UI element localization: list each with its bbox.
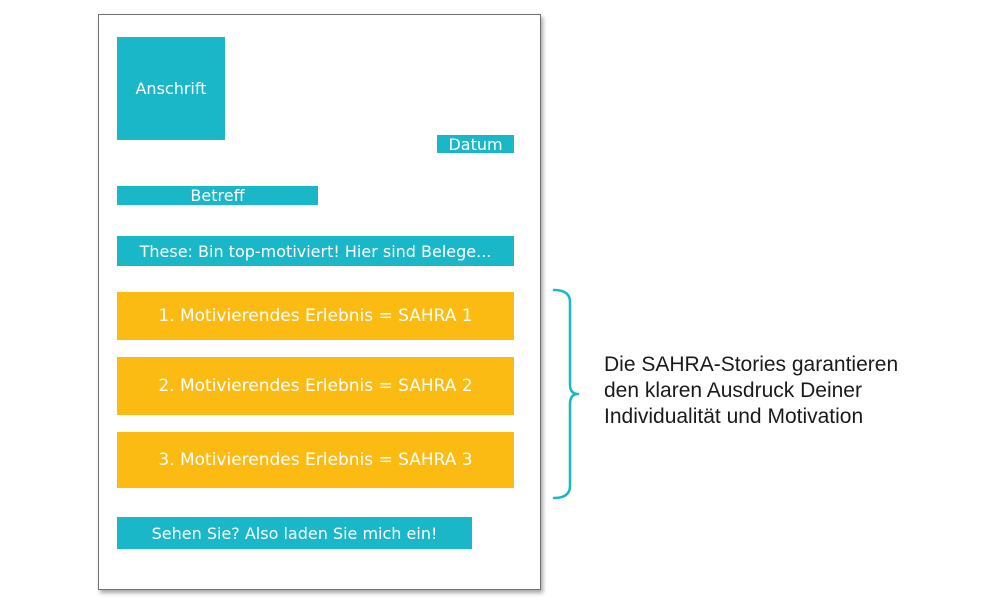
annotation-line-3: Individualität und Motivation <box>604 405 864 428</box>
annotation-line-1: Die SAHRA-Stories garantieren <box>604 353 899 376</box>
story-block-1: 1. Motivierendes Erlebnis = SAHRA 1 <box>117 292 514 340</box>
story-block-3: 3. Motivierendes Erlebnis = SAHRA 3 <box>117 432 514 488</box>
closing-block: Sehen Sie? Also laden Sie mich ein! <box>117 517 472 549</box>
address-block: Anschrift <box>117 37 225 140</box>
thesis-block: These: Bin top-motiviert! Hier sind Bele… <box>117 236 514 266</box>
subject-block: Betreff <box>117 186 318 205</box>
story-block-2: 2. Motivierendes Erlebnis = SAHRA 2 <box>117 357 514 415</box>
annotation-line-2: den klaren Ausdruck Deiner <box>604 379 862 402</box>
curly-brace-icon <box>552 288 580 500</box>
annotation-text: Die SAHRA-Stories garantieren den klaren… <box>604 352 994 430</box>
letter-page: Anschrift Datum Betreff These: Bin top-m… <box>98 14 541 590</box>
date-block: Datum <box>437 135 514 154</box>
